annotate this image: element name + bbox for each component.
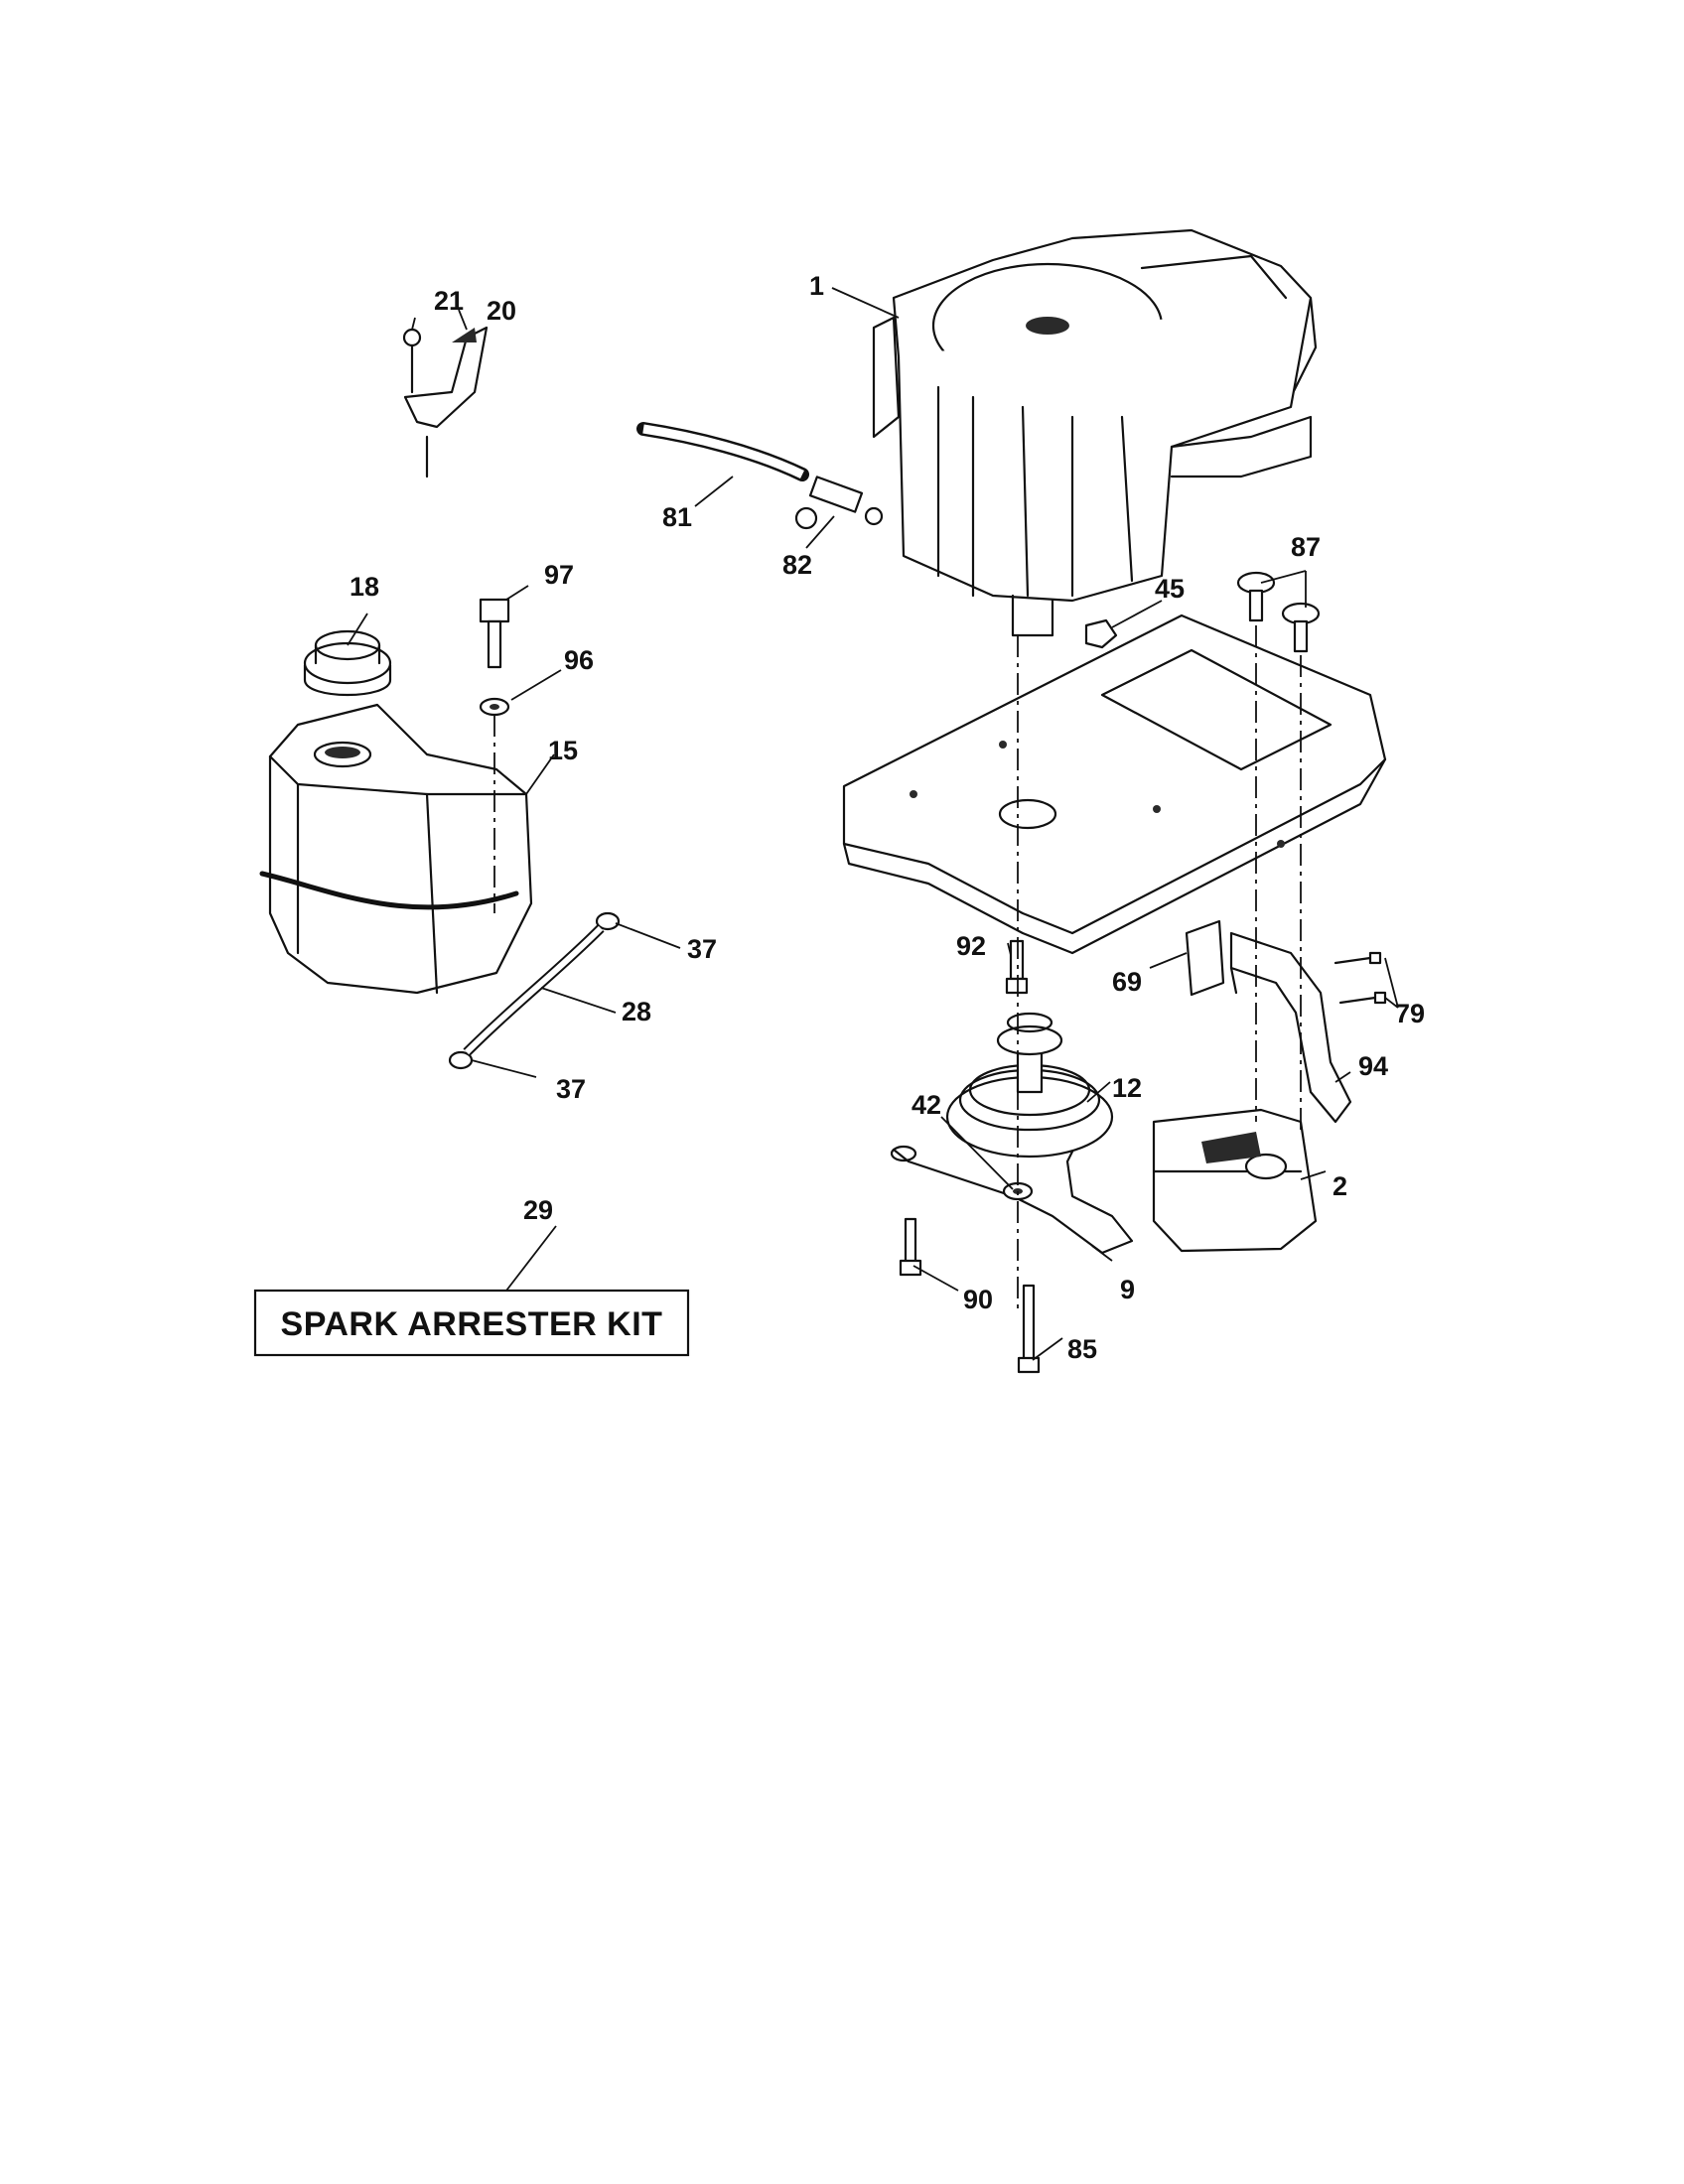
exhaust-pipe-icon [1229,931,1352,1124]
callout-12: 12 [1112,1073,1142,1103]
callout-2: 2 [1333,1171,1347,1201]
bolt-icon [479,598,510,669]
callout-28: 28 [622,997,651,1026]
callout-96: 96 [564,645,594,675]
callout-45: 45 [1155,574,1185,604]
washer-icon [479,697,510,717]
callout-82: 82 [782,550,812,580]
callout-labels: 1 81 82 21 20 18 97 96 15 37 28 37 29 45… [350,271,1425,1364]
callout-97: 97 [544,560,574,590]
callout-92: 92 [956,931,986,961]
callout-94: 94 [1358,1051,1388,1081]
nut-icon [1084,618,1118,649]
callout-90: 90 [963,1285,993,1314]
callout-79: 79 [1395,999,1425,1028]
bolt-87-icon [1236,571,1321,653]
callout-37-upper: 37 [687,934,717,964]
gasket-icon [1185,919,1225,997]
engine-icon [872,228,1318,637]
leader-lines [347,287,1399,1361]
fuel-line-icon [636,422,809,481]
callout-18: 18 [350,572,379,602]
muffler-icon [1152,1108,1318,1253]
callout-1: 1 [809,271,824,301]
callout-87: 87 [1291,532,1321,562]
assembly-lines [493,625,1302,1310]
muffler-bracket-icon [890,1145,1134,1255]
pulley-icon [945,1012,1114,1159]
mount-plate-icon [842,614,1387,955]
fuel-hose-icon [463,924,605,1056]
callout-37-lower: 37 [556,1074,586,1104]
spark-arrester-kit-box: SPARK ARRESTER KIT [253,1289,690,1357]
callout-69: 69 [1112,967,1142,997]
throttle-control-icon [402,326,489,478]
callout-85: 85 [1067,1334,1097,1364]
callout-29: 29 [523,1195,553,1225]
callout-15: 15 [548,736,578,765]
spark-arrester-kit-label: SPARK ARRESTER KIT [281,1305,663,1343]
fuel-filter-icon [794,476,884,530]
callout-81: 81 [662,502,692,532]
clamp-icon [448,911,621,1070]
bolt-90-icon [899,1217,922,1277]
screw-icon [1333,951,1387,1005]
fuel-cap-icon [303,629,392,697]
callout-21: 21 [434,286,464,316]
fuel-tank-icon [259,703,533,995]
callout-20: 20 [487,296,516,326]
bolt-85-icon [1017,1284,1041,1374]
callout-42: 42 [912,1090,941,1120]
bolt-92-icon [1005,939,1029,995]
callout-9: 9 [1120,1275,1135,1304]
